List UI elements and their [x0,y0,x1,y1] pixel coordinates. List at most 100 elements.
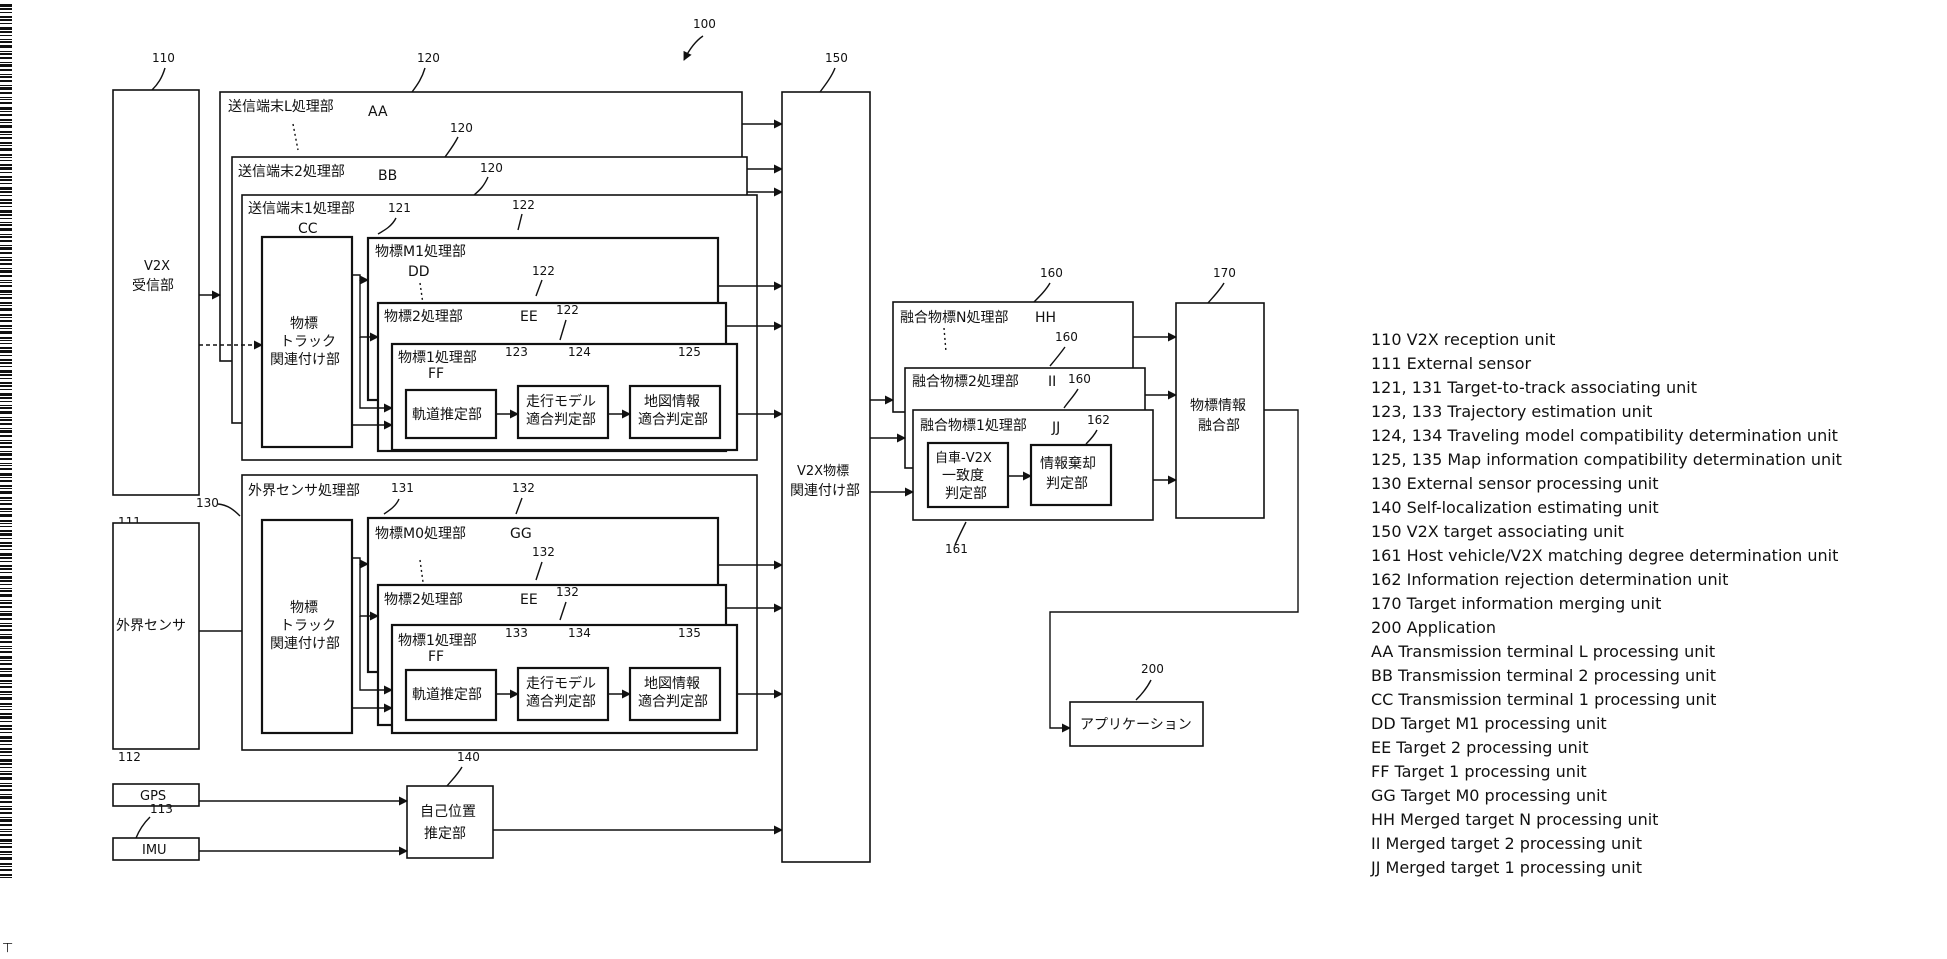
barcode-bar [0,343,12,344]
barcode-bar [0,370,12,373]
barcode-bar [0,721,12,722]
ref-120-L: 120 [417,51,440,65]
barcode-bar [0,606,12,608]
ref-133: 133 [505,626,528,640]
barcode-bar [0,824,12,826]
matching-l1: 自車-V2X [935,451,992,466]
barcode-bar [0,736,12,739]
barcode-bar [0,263,12,265]
barcode-bar [0,854,12,855]
barcode-bar [0,224,12,226]
barcode-bar [0,763,12,765]
barcode-bar [0,716,12,719]
barcode-bar [0,122,12,123]
barcode-bar [0,191,12,193]
target-1-code: FF [428,366,444,382]
rejection-box [1031,445,1111,505]
legend-item: 124, 134 Traveling model compatibility d… [1371,426,1838,445]
barcode-bar [0,611,12,612]
legend-item: BB Transmission terminal 2 processing un… [1371,666,1716,685]
ref-135: 135 [678,626,701,640]
barcode-bar [0,257,12,258]
barcode-bar [0,748,12,750]
ref-112: 112 [118,750,141,764]
barcode-bar [0,831,12,832]
barcode-bar [0,240,12,242]
barcode-bar [0,222,12,223]
ref-120-1: 120 [480,161,503,175]
barcode-bar [0,851,12,853]
barcode-bar [0,280,12,281]
barcode-bar [0,167,12,170]
barcode-bar [0,641,12,643]
barcode-bar [0,691,12,693]
barcode-bar [0,64,12,67]
barcode-bar [0,179,12,181]
barcode-bar [0,218,12,219]
merging-l2: 融合部 [1198,418,1240,434]
barcode-bar [0,268,12,269]
barcode-bar [0,877,12,878]
ref-132-c: 132 [556,585,579,599]
barcode-bar [0,869,12,871]
target-2-label: 物標2処理部 [384,309,463,325]
barcode-bar [0,533,12,536]
travel-model-2-l2: 適合判定部 [526,693,596,710]
barcode-bar [0,76,12,78]
barcode-bar [0,683,12,684]
ref-110: 110 [152,51,175,65]
barcode-bar [0,419,12,421]
target-M0-label: 物標M0処理部 [375,526,466,542]
barcode-bar [0,430,12,433]
barcode-bar [0,31,12,33]
track-assoc-1-l1: 物標 [290,316,318,332]
barcode-bar [0,843,12,844]
barcode-bar [0,125,12,128]
barcode-bar [0,794,12,795]
barcode-bar [0,565,12,567]
merged-2-code: II [1048,374,1056,390]
barcode-bar [0,69,12,71]
barcode-bar [0,41,12,43]
barcode-bar [0,74,12,75]
barcode-bar [0,740,12,742]
barcode-bar [0,623,12,624]
legend-item: JJ Merged target 1 processing unit [1370,858,1642,877]
legend-item: EE Target 2 processing unit [1371,738,1588,757]
rejection-l2: 判定部 [1046,476,1088,492]
barcode-bar [0,317,12,318]
barcode-bar [0,85,12,86]
barcode-bar [0,214,12,216]
barcode-bar [0,405,12,406]
ref-131: 131 [391,481,414,495]
barcode-bar [0,542,12,544]
barcode-bar [0,350,12,353]
barcode-bar [0,202,12,204]
ref-132-a: 132 [512,481,535,495]
matching-l2: 一致度 [942,468,984,484]
barcode-bar [0,590,12,592]
terminal-2-code: BB [378,168,397,184]
barcode-bar [0,538,12,539]
barcode-bar [0,458,12,460]
barcode-bar [0,134,12,135]
barcode-bar [0,694,12,695]
barcode-bar [0,275,12,277]
barcode-bar [0,646,12,647]
barcode-lines [0,4,12,878]
map-info-2-l2: 適合判定部 [638,693,708,710]
barcode-bar [0,270,12,273]
application-label: アプリケーション [1080,717,1192,733]
barcode-bar [0,142,12,144]
barcode-bar [0,839,12,842]
barcode-bar [0,53,12,55]
legend-item: 140 Self-localization estimating unit [1371,498,1659,517]
legend-item: 130 External sensor processing unit [1371,474,1659,493]
ref-160-c: 160 [1068,372,1091,386]
barcode-bar [0,247,12,250]
barcode-bar [0,12,12,13]
barcode-bar [0,382,12,384]
external-sensor-box [113,523,199,749]
ref-113: 113 [150,802,173,816]
